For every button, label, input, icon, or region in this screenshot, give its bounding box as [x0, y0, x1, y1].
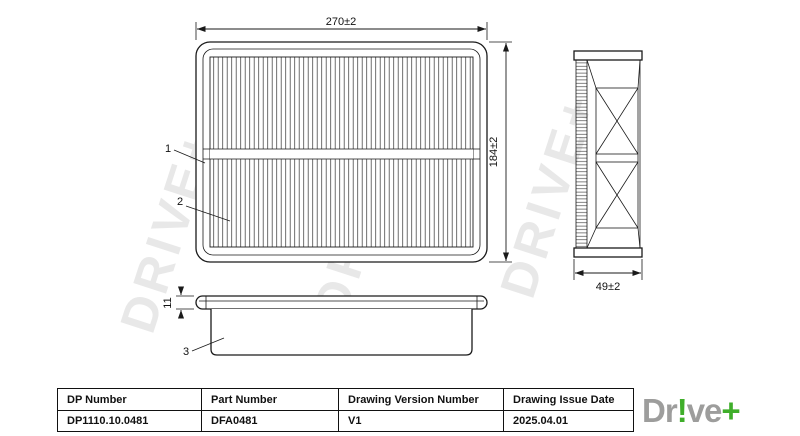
dimension-height: 184±2 — [488, 41, 512, 263]
table-header-issue-date: Drawing Issue Date — [503, 389, 633, 410]
leader-3-label: 3 — [183, 346, 189, 358]
table-value-part-number: DFA0481 — [201, 410, 338, 431]
dimension-height-label: 184±2 — [488, 137, 500, 168]
title-block-table: DP Number Part Number Drawing Version Nu… — [57, 388, 634, 432]
logo-text-ve: ve — [686, 392, 723, 429]
logo-text-bang: ! — [676, 392, 688, 429]
logo-text-dr: Dr — [642, 392, 678, 429]
table-header-dp-number: DP Number — [67, 393, 127, 406]
leader-3: 3 — [183, 337, 225, 358]
leader-2-label: 2 — [177, 196, 183, 208]
watermark-text: DRIVE+ — [489, 85, 608, 304]
dimension-width-label: 270±2 — [326, 16, 357, 28]
leader-2: 2 — [177, 196, 231, 222]
table-header-part-number: Part Number — [201, 389, 338, 410]
technical-drawing: DRIVE+ DRIVE+ DRIVE+ 270±2 184±2 1 — [109, 16, 643, 358]
logo-text-plus: + — [721, 392, 740, 429]
dimension-width: 270±2 — [195, 16, 488, 40]
dimension-depth: 49±2 — [573, 259, 643, 293]
filter-top-view — [195, 41, 488, 263]
leader-1: 1 — [165, 143, 206, 164]
brand-logo: Dr!ve+ — [642, 391, 741, 431]
leader-1-label: 1 — [165, 143, 171, 155]
table-value-drawing-version: V1 — [338, 410, 503, 431]
dimension-flange: 11 — [162, 286, 194, 319]
table-value-dp-number: DP1110.10.0481 — [58, 410, 201, 431]
table-value-issue-date: 2025.04.01 — [503, 410, 633, 431]
filter-side-view — [573, 50, 643, 258]
table-header-drawing-version: Drawing Version Number — [338, 389, 503, 410]
filter-profile-view — [195, 295, 488, 356]
dimension-depth-label: 49±2 — [596, 281, 620, 293]
dimension-flange-label: 11 — [162, 297, 174, 308]
